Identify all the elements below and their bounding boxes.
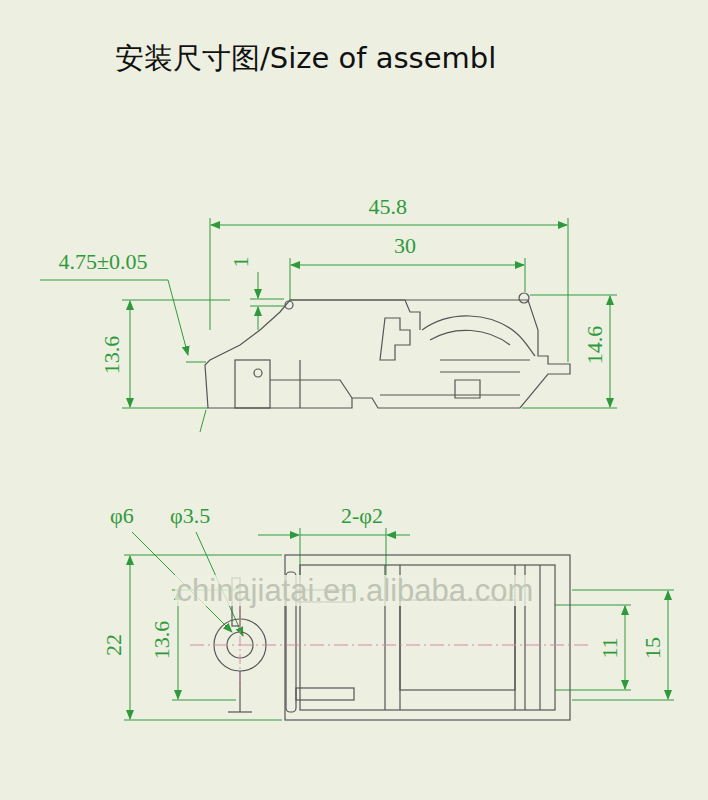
watermark: chinajiatai.en.alibaba.com <box>175 575 536 606</box>
dimension-text: 13.6 <box>151 621 173 660</box>
center-line <box>240 600 241 690</box>
dimension-text: 15 <box>642 637 664 659</box>
dimension-text: 13.6 <box>101 336 123 375</box>
dimension-lines <box>40 218 674 720</box>
side-view-part <box>205 293 570 408</box>
dimension-text: 4.75±0.05 <box>59 251 148 273</box>
dimension-text: φ3.5 <box>170 505 210 527</box>
dimension-text: 45.8 <box>369 196 408 218</box>
dimension-text: 1 <box>229 257 251 268</box>
dimension-text: 11 <box>598 637 620 658</box>
drawing-title: 安装尺寸图/Size of assembl <box>115 44 496 73</box>
center-line <box>190 645 590 646</box>
dimension-text: 22 <box>103 634 125 656</box>
dimension-text: 30 <box>394 235 416 257</box>
dimension-text: 2-φ2 <box>341 505 383 527</box>
dimension-text: 14.6 <box>584 326 606 365</box>
dimension-text: φ6 <box>110 505 134 527</box>
